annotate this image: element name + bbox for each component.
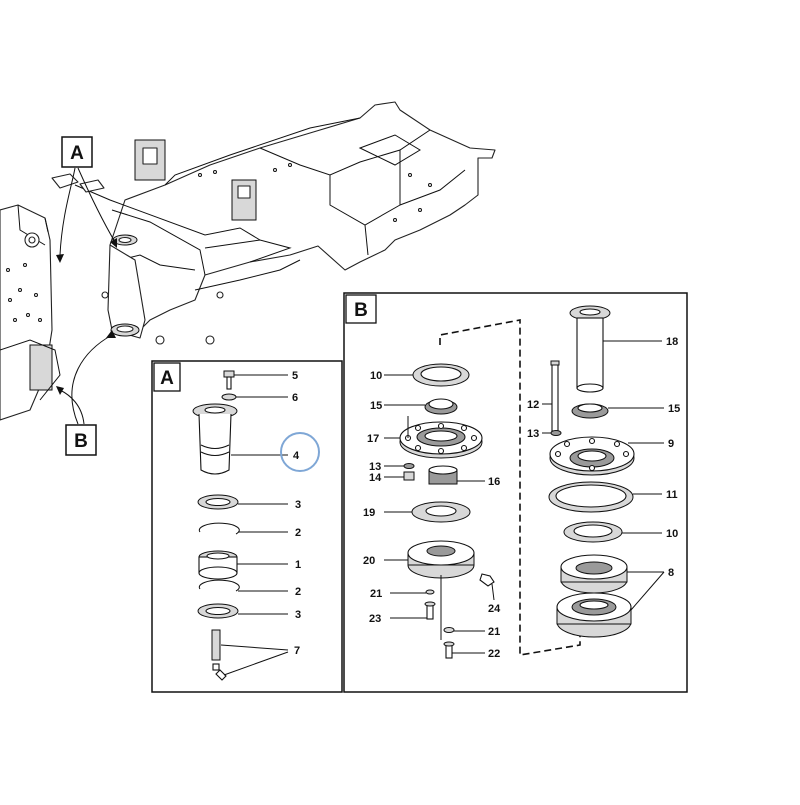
highlight-circle-4 [280,432,320,472]
part-b-18 [569,305,662,393]
detail-b-panel: B [343,292,688,693]
label-a-2b: 2 [295,586,301,598]
part-a-5 [223,370,288,390]
label-b-21-left: 21 [370,588,382,600]
detail-a-panel: A [151,360,343,693]
label-b-9: 9 [668,438,674,450]
label-b-15-right: 15 [668,403,680,415]
part-a-3-top [197,494,288,510]
part-b-21-23-24 [390,573,495,640]
label-b-21-right: 21 [488,626,500,638]
label-b-14: 14 [369,472,382,484]
label-b-17: 17 [367,433,379,445]
label-b-22: 22 [488,648,500,660]
part-b-10-right [563,521,662,543]
part-a-2-top [198,522,288,535]
svg-text:B: B [74,431,88,452]
label-b-13-right: 13 [527,428,539,440]
label-a-6: 6 [292,392,298,404]
part-a-7 [211,629,289,681]
part-a-2-bottom [198,579,288,592]
cab-holes [6,263,42,322]
label-b-11: 11 [666,489,678,501]
label-b-13-left: 13 [369,461,381,473]
part-b-21-22-lower [443,627,485,659]
label-b-16: 16 [488,476,500,488]
label-a-5: 5 [292,370,298,382]
label-b-20: 20 [363,555,375,567]
detail-b-labels: 10 15 17 13 14 16 19 20 21 23 24 21 22 1… [363,336,680,660]
part-b-11 [548,481,662,513]
part-a-4 [192,403,288,475]
frame-holes [198,163,432,222]
label-b-8: 8 [668,567,674,579]
part-b-17 [384,416,483,459]
label-b-18: 18 [666,336,678,348]
part-a-3-bottom [197,603,288,619]
detail-b-title: B [354,300,368,321]
part-b-10-left [384,363,470,387]
label-b-10-right: 10 [666,528,678,540]
callout-a: A [56,136,117,263]
svg-text:A: A [70,143,84,164]
frame-overview-drawing [0,101,496,421]
part-b-15-left [384,398,458,415]
label-b-10-left: 10 [370,370,382,382]
label-a-1: 1 [295,559,301,571]
label-b-23: 23 [369,613,381,625]
part-b-9 [549,436,664,476]
part-b-15-right [571,403,664,419]
part-a-1 [198,550,288,580]
label-a-3b: 3 [295,609,301,621]
label-b-12: 12 [527,399,539,411]
callout-b: B [56,330,116,456]
part-b-20 [384,540,475,579]
detail-a-labels: 5 6 4 3 2 1 2 3 7 [292,370,301,657]
label-a-7: 7 [294,645,300,657]
label-a-4: 4 [293,450,300,462]
part-b-16 [428,465,485,485]
part-a-6 [221,393,288,401]
label-b-15-left: 15 [370,400,382,412]
detail-a-title: A [160,368,174,389]
part-b-19 [384,501,471,523]
label-b-24: 24 [488,603,501,615]
label-a-2: 2 [295,527,301,539]
part-b-8 [556,554,665,638]
part-b-13-right [542,430,562,436]
label-b-19: 19 [363,507,375,519]
part-b-13-14-left [384,463,415,481]
label-a-3: 3 [295,499,301,511]
